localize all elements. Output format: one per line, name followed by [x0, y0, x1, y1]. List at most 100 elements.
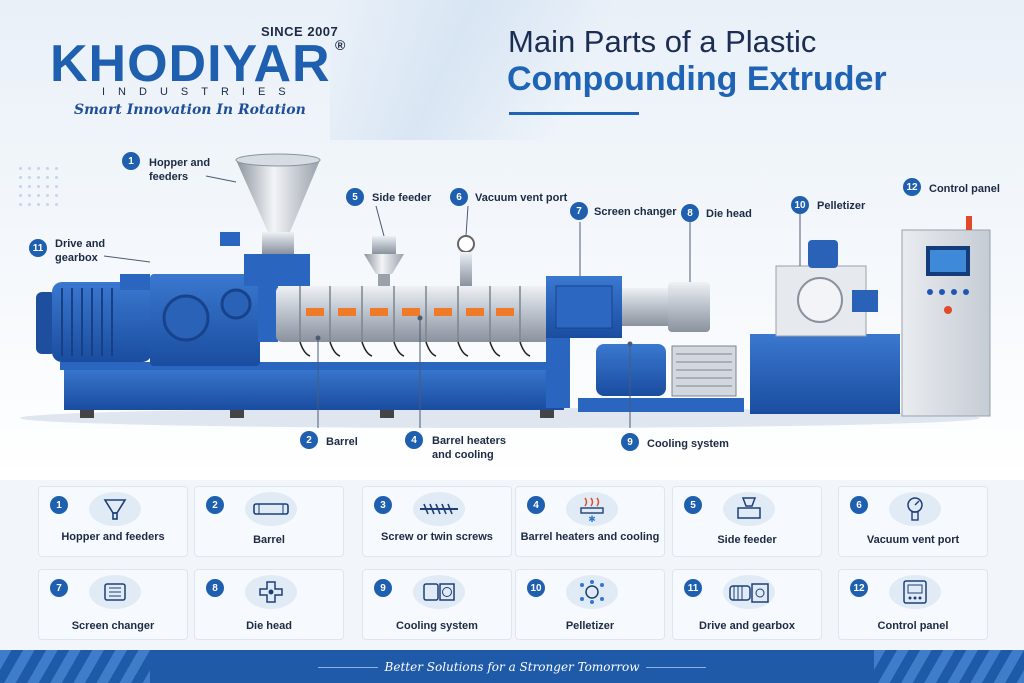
callout-1-badge: 1 — [122, 152, 140, 170]
part-card-screw: 3 Screw or twin screws — [362, 486, 512, 557]
screen-changer-icon — [89, 575, 141, 609]
hopper-icon — [89, 492, 141, 526]
callout-5-badge: 5 — [346, 188, 364, 206]
card-number: 7 — [50, 579, 68, 597]
barrel-icon — [245, 492, 297, 526]
footer-divider-left — [318, 667, 378, 668]
card-number: 8 — [206, 579, 224, 597]
logo-brand: KHODIYAR — [50, 35, 331, 93]
card-label: Pelletizer — [565, 620, 615, 632]
part-card-screen-changer: 7 Screen changer — [38, 569, 188, 640]
part-card-heaters: 4 ✱ Barrel heaters and cooling — [515, 486, 665, 557]
footer-stripes-right — [874, 650, 1024, 683]
extruder-illustration — [20, 153, 991, 428]
callout-9-badge: 9 — [621, 433, 639, 451]
logo-registered-mark: ® — [335, 37, 346, 53]
card-number: 6 — [850, 496, 868, 514]
logo-industries: INDUSTRIES — [102, 86, 299, 98]
callout-6-label: Vacuum vent port — [475, 192, 568, 204]
vacuum-vent — [457, 235, 475, 286]
callout-6-badge: 6 — [450, 188, 468, 206]
callout-7-label: Screen changer — [594, 206, 677, 218]
decorative-dots — [16, 164, 62, 210]
footer-divider-right — [646, 667, 706, 668]
side-feeder — [364, 236, 404, 286]
card-label: Barrel — [253, 534, 285, 546]
part-card-side-feeder: 5 Side feeder — [672, 486, 822, 557]
callout-2-label: Barrel — [326, 436, 358, 448]
cooling-system-icon — [413, 575, 465, 609]
part-card-die-head: 8 Die head — [194, 569, 344, 640]
footer-stripes-left — [0, 650, 150, 683]
part-card-pelletizer: 10 Pelletizer — [515, 569, 665, 640]
part-card-drive: 11 Drive and gearbox — [672, 569, 822, 640]
motor-gearbox-icon — [723, 575, 775, 609]
logo-since: SINCE 2007 — [261, 24, 339, 39]
die-head-icon — [245, 575, 297, 609]
callout-10-label: Pelletizer — [817, 200, 866, 212]
base-frame — [60, 362, 568, 418]
callout-11-label: Drive and gearbox — [55, 238, 106, 264]
card-number: 12 — [850, 579, 868, 597]
drive-motor — [36, 274, 152, 362]
card-number: 11 — [684, 579, 702, 597]
part-card-hopper: 1 Hopper and feeders — [38, 486, 188, 557]
decorative-slash — [330, 0, 630, 140]
callout-9-label: Cooling system — [647, 438, 729, 450]
part-card-control-panel: 12 Control panel — [838, 569, 988, 640]
gearbox — [150, 274, 278, 366]
callout-2-badge: 2 — [300, 431, 318, 449]
card-number: 5 — [684, 496, 702, 514]
card-label: Hopper and feeders — [61, 531, 165, 543]
callout-12-badge: 12 — [903, 178, 921, 196]
card-label: Vacuum vent port — [866, 534, 960, 546]
card-label: Cooling system — [396, 620, 478, 632]
pelletizer — [750, 240, 900, 414]
barrel — [276, 286, 550, 357]
control-panel-icon — [889, 575, 941, 609]
vacuum-gauge-icon — [889, 492, 941, 526]
callout-10-badge: 10 — [791, 196, 809, 214]
cooling-system — [578, 344, 744, 412]
callout-8-label: Die head — [706, 208, 752, 220]
callout-12-label: Control panel — [929, 183, 1000, 195]
part-card-barrel: 2 Barrel — [194, 486, 344, 557]
card-number: 4 — [527, 496, 545, 514]
card-label: Die head — [246, 620, 292, 632]
heater-icon: ✱ — [566, 492, 618, 526]
callout-11-badge: 11 — [29, 239, 47, 257]
die-head — [622, 282, 710, 332]
card-label: Side feeder — [717, 534, 777, 546]
side-feeder-icon — [723, 492, 775, 526]
card-label: Screen changer — [71, 620, 155, 632]
control-panel — [901, 216, 991, 417]
hopper — [220, 153, 321, 286]
card-label: Barrel heaters and cooling — [520, 531, 660, 543]
pelletizer-icon — [566, 575, 618, 609]
card-label: Screw or twin screws — [381, 531, 493, 543]
card-number: 2 — [206, 496, 224, 514]
logo-tagline: Smart Innovation In Rotation — [74, 102, 306, 118]
footer-slogan: Better Solutions for a Stronger Tomorrow — [384, 660, 640, 674]
card-number: 1 — [50, 496, 68, 514]
part-card-vacuum: 6 Vacuum vent port — [838, 486, 988, 557]
callout-8-badge: 8 — [681, 204, 699, 222]
page-title-line1: Main Parts of a Plastic — [508, 24, 817, 59]
card-number: 10 — [527, 579, 545, 597]
callout-5-label: Side feeder — [372, 192, 432, 204]
card-label: Drive and gearbox — [699, 620, 795, 632]
callout-4-label: Barrel heaters and cooling — [432, 435, 506, 461]
page-title-line2: Compounding Extruder — [507, 60, 887, 98]
svg-text:✱: ✱ — [588, 514, 596, 523]
callout-7-badge: 7 — [570, 202, 588, 220]
screen-changer — [546, 276, 622, 408]
card-label: Control panel — [877, 620, 949, 632]
footer-bar — [0, 650, 1024, 683]
card-number: 3 — [374, 496, 392, 514]
title-underline — [509, 112, 639, 115]
callout-1-label: Hopper and feeders — [149, 157, 211, 183]
part-card-cooling: 9 Cooling system — [362, 569, 512, 640]
callout-4-badge: 4 — [405, 431, 423, 449]
card-number: 9 — [374, 579, 392, 597]
screw-icon — [413, 492, 465, 526]
